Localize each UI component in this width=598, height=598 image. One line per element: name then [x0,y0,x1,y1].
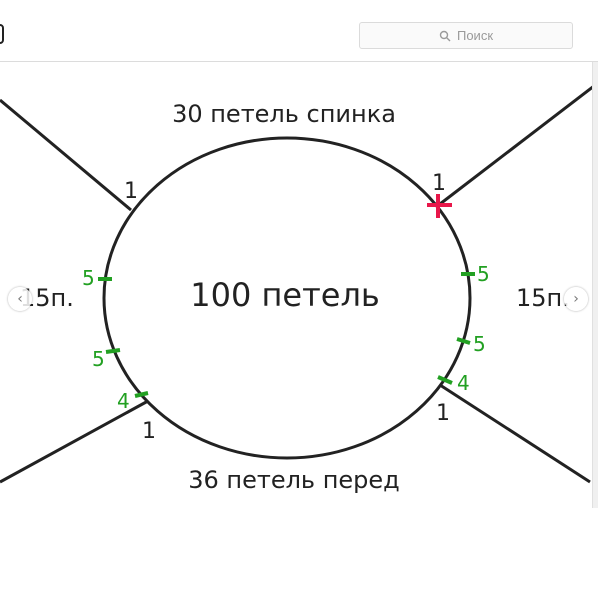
raglan-line-top-left [0,98,132,212]
search-input[interactable]: Поиск [359,22,573,49]
raglan-label-top-left: 1 [124,179,138,204]
raglan-line-top-right [439,81,598,206]
chevron-left-icon: ‹ [17,291,23,307]
raglan-label-bottom-right: 1 [436,401,450,426]
green-mark [105,348,121,354]
mark-label-right-3: 4 [457,371,470,395]
mark-label-left-1: 5 [82,266,95,290]
mark-label-right-1: 5 [477,262,490,286]
green-mark [437,375,453,385]
raglan-line-bottom-left [0,399,149,484]
image-viewer: 30 петель спинка 100 петель 36 петель пе… [0,62,598,508]
raglan-label-bottom-left: 1 [142,419,156,444]
next-image-button[interactable]: › [564,287,588,311]
scrollbar[interactable] [592,62,598,508]
previous-image-button[interactable]: ‹ [8,287,32,311]
red-cross-marker [427,194,452,218]
search-placeholder: Поиск [456,28,494,43]
neckline-loop [102,136,472,460]
top-label: 30 петель спинка [172,100,396,128]
chevron-right-icon: › [573,291,579,307]
right-side-label: 15п. [516,284,570,312]
search-icon [439,30,451,41]
raglan-label-top-right: 1 [432,171,446,196]
raglan-line-bottom-right [439,383,591,484]
center-label: 100 петель [190,276,380,314]
logo-icon[interactable] [0,24,4,44]
top-bar: Поиск [0,0,598,62]
green-mark [456,337,471,345]
mark-label-left-2: 5 [92,347,105,371]
bottom-label: 36 петель перед [188,466,400,494]
knitting-diagram: 30 петель спинка 100 петель 36 петель пе… [0,81,598,494]
green-mark [134,391,149,398]
mark-label-left-3: 4 [117,389,130,413]
mark-label-right-2: 5 [473,332,486,356]
